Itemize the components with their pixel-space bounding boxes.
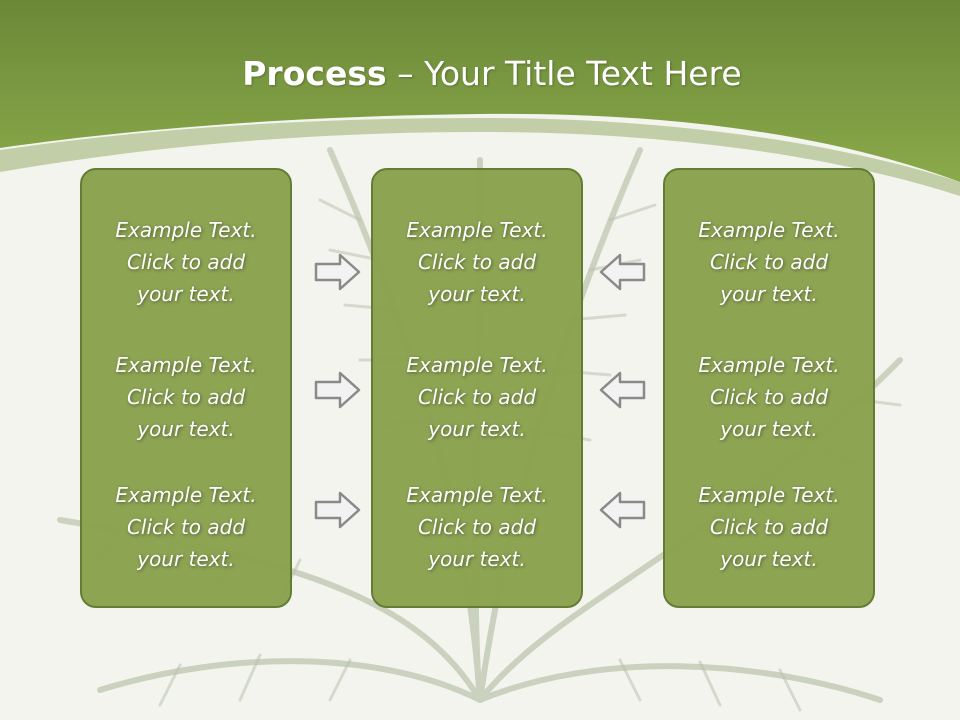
process-panel-left[interactable]: Example Text. Click to add your text. Ex… xyxy=(80,168,292,608)
arrow-right-icon[interactable] xyxy=(314,370,362,410)
text-line: your text. xyxy=(720,282,818,306)
text-block[interactable]: Example Text. Click to add your text. xyxy=(665,479,873,575)
text-line: Click to add xyxy=(126,250,246,274)
text-block[interactable]: Example Text. Click to add your text. xyxy=(373,479,581,575)
text-line: Click to add xyxy=(417,250,537,274)
text-line: Example Text. xyxy=(115,483,257,507)
text-line: Example Text. xyxy=(115,218,257,242)
text-block[interactable]: Example Text. Click to add your text. xyxy=(665,349,873,445)
text-line: Click to add xyxy=(417,385,537,409)
text-line: Example Text. xyxy=(406,483,548,507)
slide-title[interactable]: Process – Your Title Text Here xyxy=(0,52,960,96)
text-line: your text. xyxy=(428,547,526,571)
title-bold: Process xyxy=(242,54,387,93)
header-swoosh xyxy=(0,118,960,196)
arrow-right-icon[interactable] xyxy=(314,252,362,292)
text-line: Click to add xyxy=(126,515,246,539)
header-band xyxy=(0,0,960,182)
text-line: Click to add xyxy=(417,515,537,539)
process-panel-center[interactable]: Example Text. Click to add your text. Ex… xyxy=(371,168,583,608)
text-block[interactable]: Example Text. Click to add your text. xyxy=(82,479,290,575)
process-panel-right[interactable]: Example Text. Click to add your text. Ex… xyxy=(663,168,875,608)
text-line: Click to add xyxy=(709,515,829,539)
arrow-left-icon[interactable] xyxy=(598,252,646,292)
text-line: your text. xyxy=(428,282,526,306)
text-line: your text. xyxy=(137,282,235,306)
text-line: Click to add xyxy=(709,250,829,274)
text-line: Click to add xyxy=(709,385,829,409)
text-line: Example Text. xyxy=(698,218,840,242)
text-line: Example Text. xyxy=(115,353,257,377)
arrow-left-icon[interactable] xyxy=(598,370,646,410)
text-block[interactable]: Example Text. Click to add your text. xyxy=(373,214,581,310)
text-block[interactable]: Example Text. Click to add your text. xyxy=(665,214,873,310)
text-block[interactable]: Example Text. Click to add your text. xyxy=(82,349,290,445)
text-line: Example Text. xyxy=(406,353,548,377)
text-block[interactable]: Example Text. Click to add your text. xyxy=(82,214,290,310)
title-rest: – Your Title Text Here xyxy=(386,54,742,93)
text-line: your text. xyxy=(137,417,235,441)
text-line: your text. xyxy=(137,547,235,571)
text-line: Example Text. xyxy=(698,483,840,507)
arrow-left-icon[interactable] xyxy=(598,490,646,530)
text-line: your text. xyxy=(720,417,818,441)
text-block[interactable]: Example Text. Click to add your text. xyxy=(373,349,581,445)
text-line: Click to add xyxy=(126,385,246,409)
text-line: your text. xyxy=(720,547,818,571)
text-line: Example Text. xyxy=(406,218,548,242)
text-line: Example Text. xyxy=(698,353,840,377)
text-line: your text. xyxy=(428,417,526,441)
arrow-right-icon[interactable] xyxy=(314,490,362,530)
